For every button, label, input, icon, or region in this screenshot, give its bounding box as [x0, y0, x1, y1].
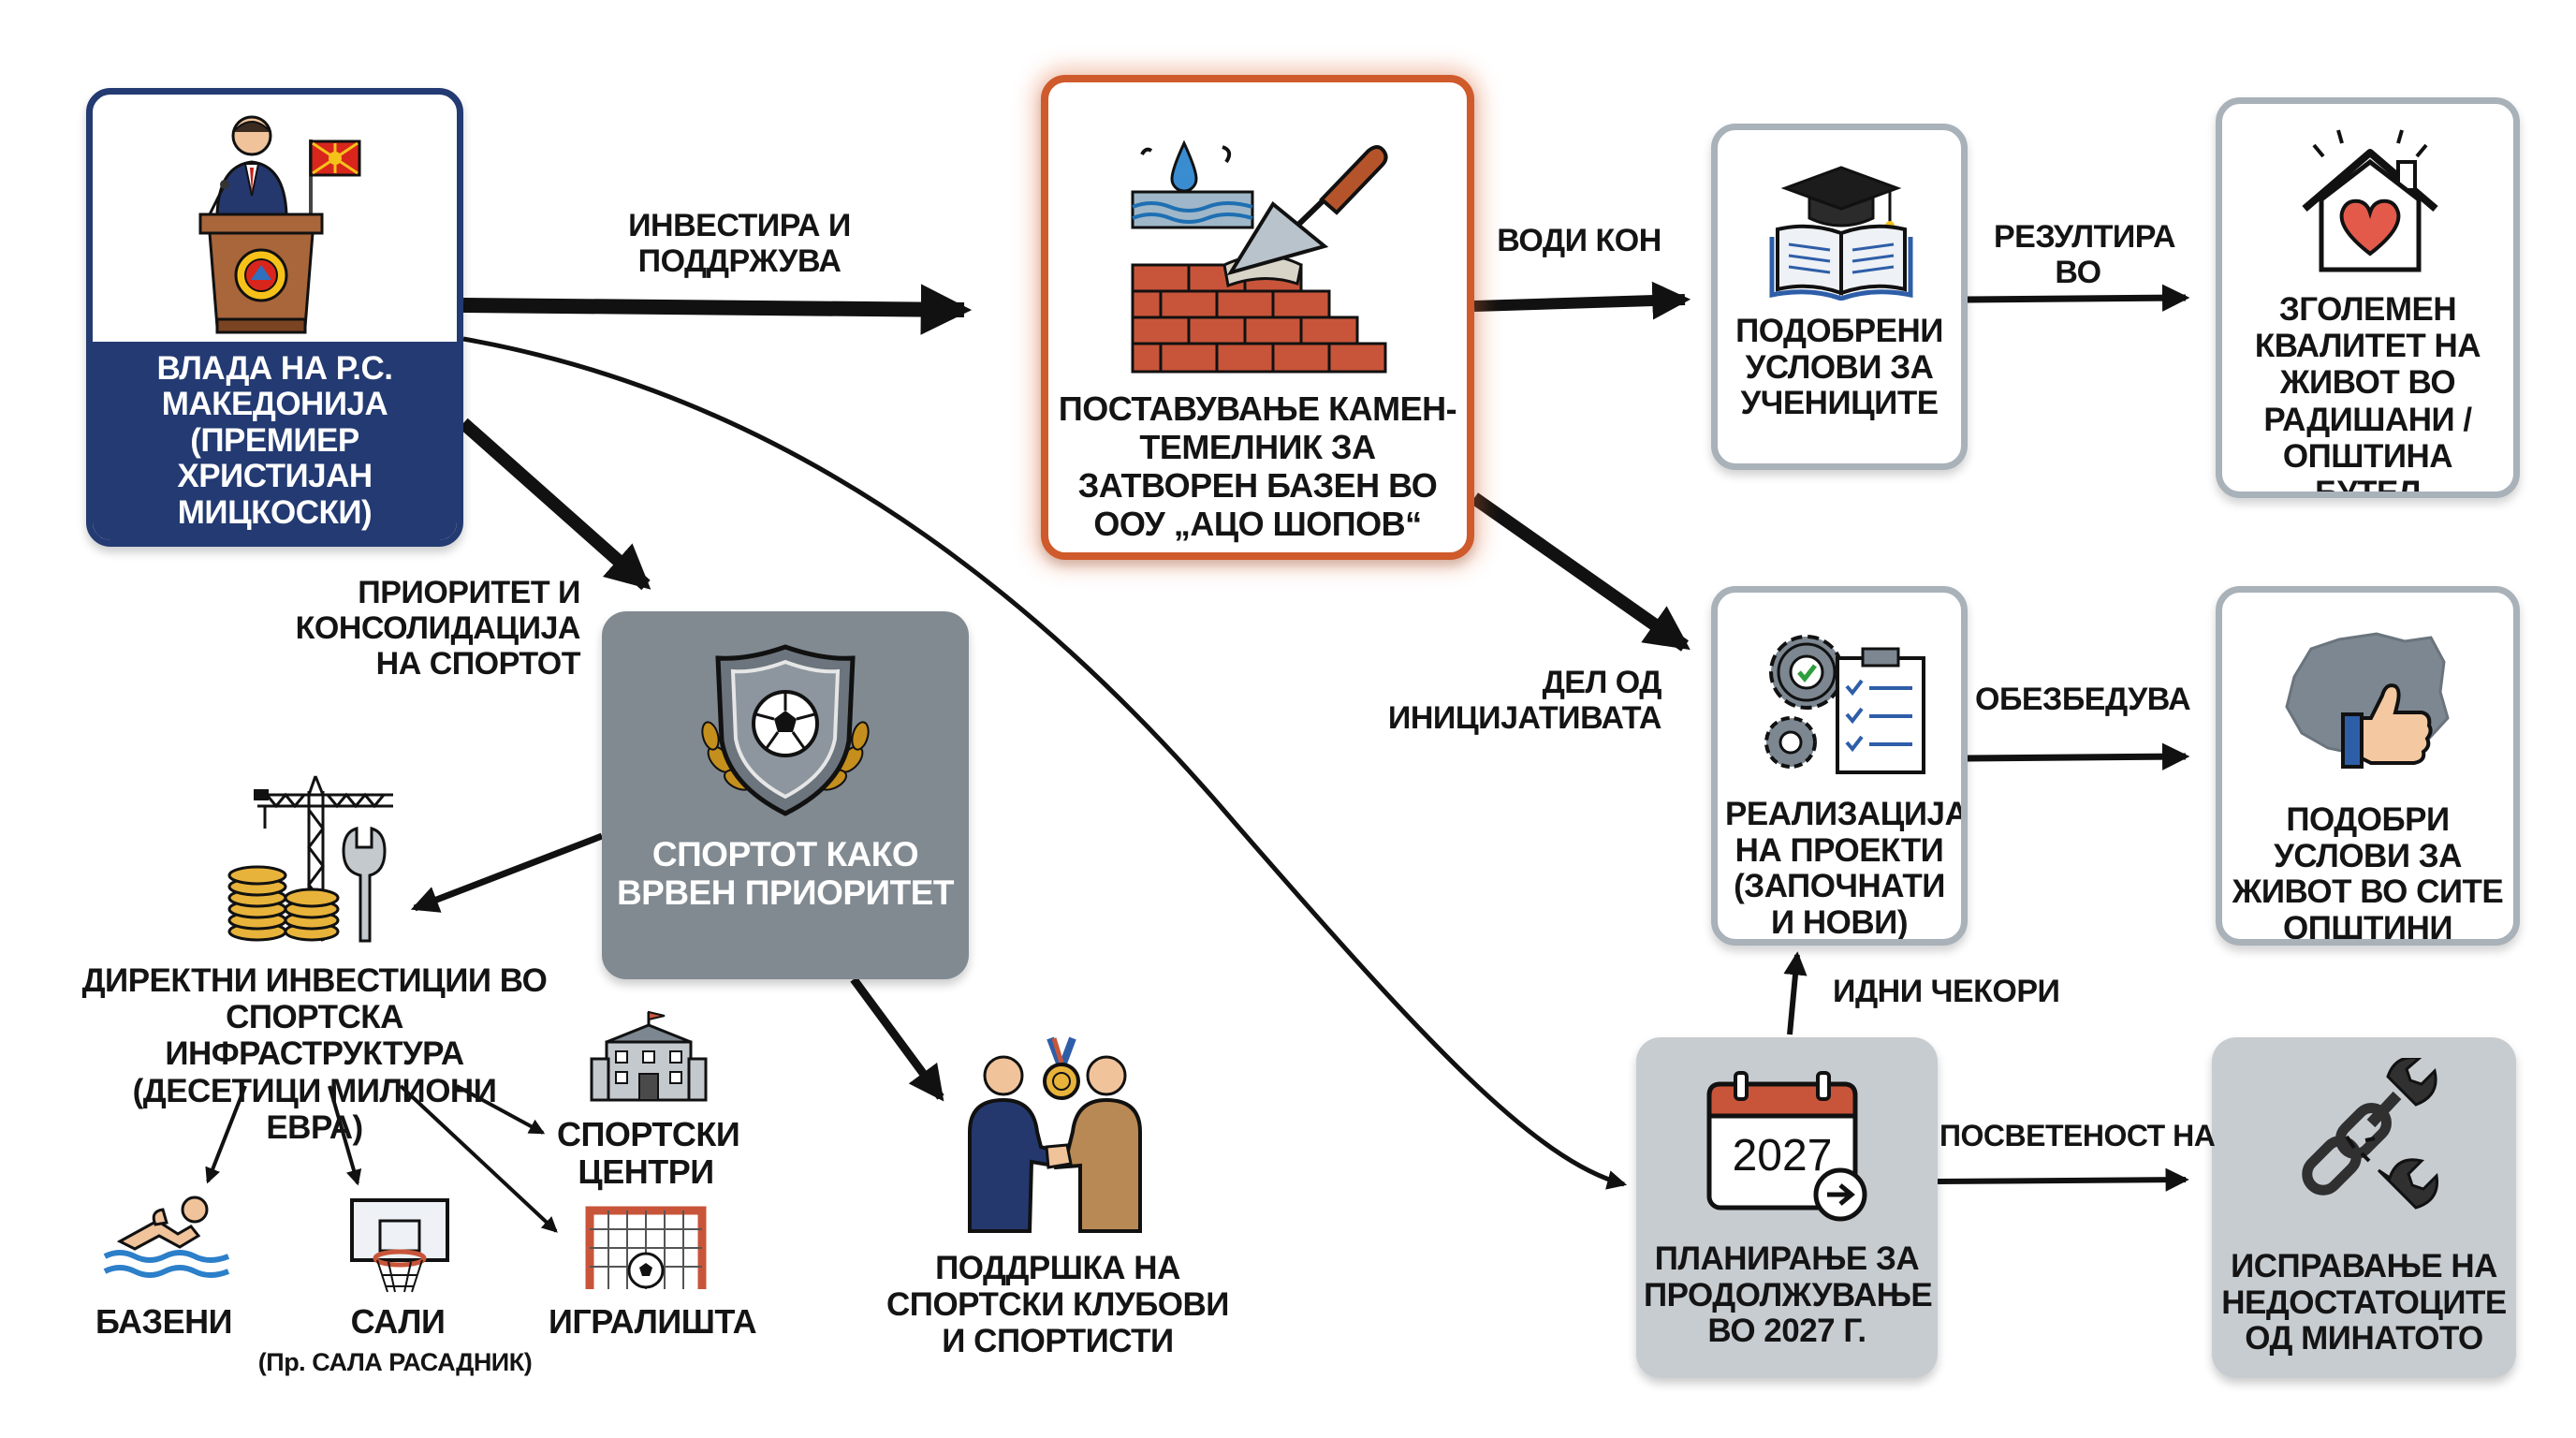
sport-priority-label: СПОРТОТ КАКО ВРВЕН ПРИОРИТЕТ [616, 835, 955, 912]
halls-note: (Пр. САЛА РАСАДНИК) [257, 1348, 533, 1376]
arrow-provides [1967, 742, 2190, 770]
handshake-medal-icon [968, 1036, 1142, 1233]
edge-label-next-steps: ИДНИ ЧЕКОРИ [1833, 974, 2060, 1009]
centers-label: СПОРТСКИ ЦЕНТРИ [557, 1115, 740, 1192]
calendar-year-text: 2027 [1733, 1131, 1833, 1181]
arrow-to-planning [462, 336, 1628, 1190]
swimmer-pool-icon [103, 1196, 230, 1278]
sports-center-building-icon [590, 1010, 708, 1102]
arrow-to-support-clubs [850, 976, 944, 1102]
cornerstone-node: ПОСТАВУВАЊЕ КАМЕН-ТЕМЕЛНИК ЗА ЗАТВОРЕН Б… [1041, 75, 1474, 560]
coins-crane-wrench-icon [227, 775, 393, 943]
cornerstone-label: ПОСТАВУВАЊЕ КАМЕН-ТЕМЕЛНИК ЗА ЗАТВОРЕН Б… [1058, 389, 1457, 544]
arrow-to-pools [205, 1085, 247, 1184]
government-label: ВЛАДА НА Р.С. МАКЕДОНИЈА (ПРЕМИЕР ХРИСТИ… [156, 349, 393, 531]
shield-soccer-ball-icon [701, 644, 870, 816]
fields-label: ИГРАЛИШТА [549, 1302, 757, 1341]
speaker-podium-icon [198, 115, 361, 334]
arrow-next-steps [1783, 951, 1808, 1035]
fixing-past-label: ИСПРАВАЊЕ НА НЕДОСТАТОЦИТЕ ОД МИНАТОТО [2221, 1248, 2507, 1357]
support-clubs-label: ПОДДРШКА НА СПОРТСКИ КЛУБОВИ И СПОРТИСТИ [886, 1250, 1229, 1360]
arrow-to-halls [328, 1085, 362, 1186]
students-label: ПОДОБРЕНИ УСЛОВИ ЗА УЧЕНИЦИТЕ [1735, 313, 1943, 421]
students-node: ПОДОБРЕНИ УСЛОВИ ЗА УЧЕНИЦИТЕ [1711, 124, 1968, 470]
arrow-results-in [1967, 284, 2190, 312]
edge-label-leads-to: ВОДИ КОН [1497, 223, 1661, 258]
arrow-to-direct-invest [410, 832, 604, 913]
pools-label: БАЗЕНИ [95, 1302, 232, 1341]
edge-label-results-in: РЕЗУЛТИРА ВО [1994, 219, 2176, 291]
arrow-part-of [1470, 492, 1690, 652]
graduation-book-icon [1769, 166, 1913, 301]
arrow-commitment [1937, 1167, 2189, 1192]
edge-label-priority: ПРИОРИТЕТ И КОНСОЛИДАЦИЈА НА СПОРТОТ [295, 575, 581, 682]
quality-of-life-node: ЗГОЛЕМЕН КВАЛИТЕТ НА ЖИВОТ ВО РАДИШАНИ /… [2216, 97, 2520, 498]
planning-2027-node: 2027 ПЛАНИРАЊЕ ЗА ПРОДОЛЖУВАЊЕ ВО 2027 Г… [1636, 1037, 1938, 1378]
house-heart-icon [2302, 129, 2438, 272]
projects-label: РЕАЛИЗАЦИЈА НА ПРОЕКТИ (ЗАПОЧНАТИ И НОВИ… [1725, 796, 1968, 941]
arrow-leads-to [1473, 281, 1691, 320]
edge-label-provides: ОБЕЗБЕДУВА [1975, 682, 2191, 717]
projects-node: РЕАЛИЗАЦИЈА НА ПРОЕКТИ (ЗАПОЧНАТИ И НОВИ… [1711, 586, 1968, 946]
better-living-node: ПОДОБРИ УСЛОВИ ЗА ЖИВОТ ВО СИТЕ ОПШТИНИ [2216, 586, 2520, 946]
planning-label: ПЛАНИРАЊЕ ЗА ПРОДОЛЖУВАЊЕ ВО 2027 Г. [1644, 1240, 1933, 1349]
calendar-2027-icon: 2027 [1706, 1071, 1867, 1222]
map-thumbs-up-icon [2285, 632, 2450, 769]
government-node: ВЛАДА НА Р.С. МАКЕДОНИЈА (ПРЕМИЕР ХРИСТИ… [86, 88, 463, 547]
edge-label-commitment: ПОСВЕТЕНОСТ НА [1939, 1119, 2216, 1152]
broken-chain-wrench-icon [2302, 1058, 2439, 1210]
direct-invest-label: ДИРЕКТНИ ИНВЕСТИЦИИ ВО СПОРТСКА ИНФРАСТР… [81, 962, 548, 1146]
quality-of-life-label: ЗГОЛЕМЕН КВАЛИТЕТ НА ЖИВОТ ВО РАДИШАНИ /… [2254, 291, 2481, 498]
halls-label: САЛИ [350, 1302, 446, 1341]
edge-label-part-of: ДЕЛ ОД ИНИЦИЈАТИВАТА [1387, 665, 1662, 737]
basketball-hoop-icon [350, 1198, 449, 1293]
edge-label-invests: ИНВЕСТИРА И ПОДДРЖУВА [628, 208, 851, 280]
arrow-invests [462, 284, 973, 335]
government-label-band: ВЛАДА НА Р.С. МАКЕДОНИЈА (ПРЕМИЕР ХРИСТИ… [93, 342, 457, 540]
arrow-priority [459, 418, 651, 591]
arrow-to-centers [456, 1084, 546, 1135]
gears-checklist-icon [1764, 635, 1925, 774]
better-living-label: ПОДОБРИ УСЛОВИ ЗА ЖИВОТ ВО СИТЕ ОПШТИНИ [2232, 801, 2504, 946]
sport-priority-node: СПОРТОТ КАКО ВРВЕН ПРИОРИТЕТ [602, 611, 969, 979]
brick-trowel-water-icon [1131, 139, 1388, 374]
soccer-goal-icon [585, 1206, 707, 1289]
fixing-past-node: ИСПРАВАЊЕ НА НЕДОСТАТОЦИТЕ ОД МИНАТОТО [2212, 1037, 2516, 1378]
arrow-to-fields [399, 1084, 558, 1233]
